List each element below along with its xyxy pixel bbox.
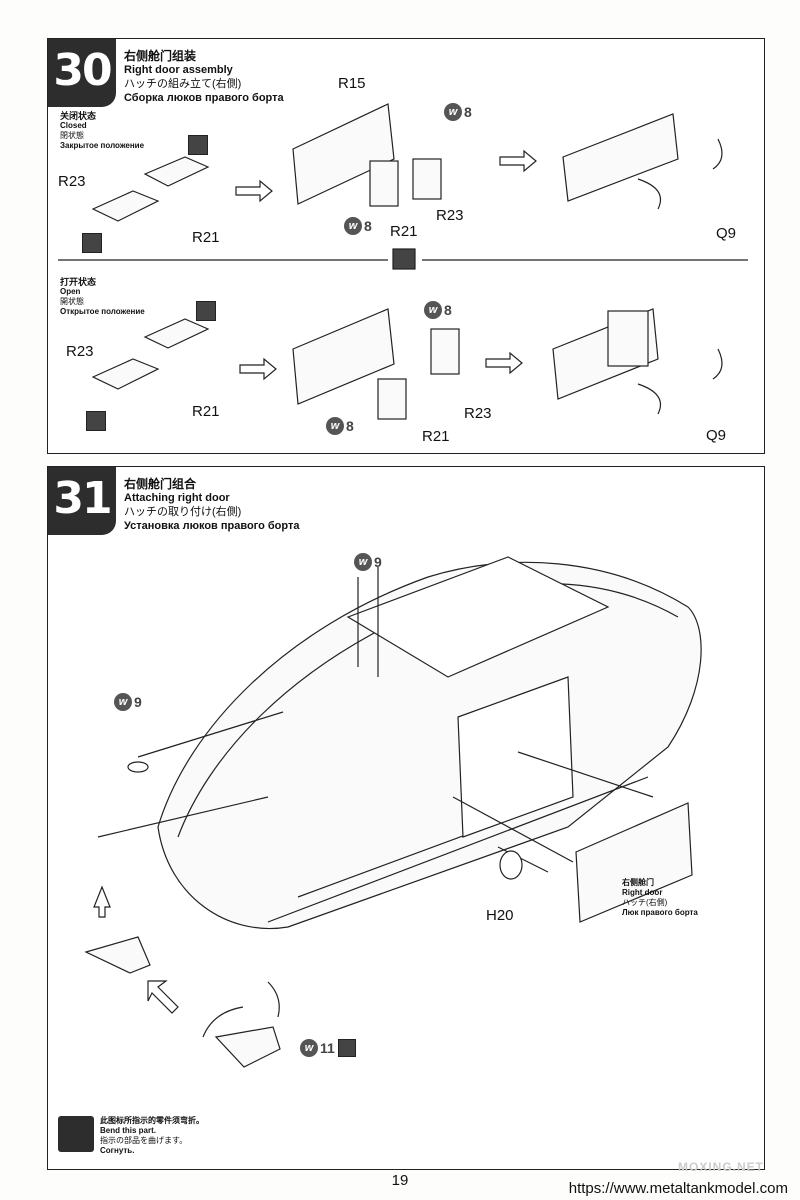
part-label-h20: H20 (486, 907, 514, 924)
page-number: 19 (391, 1172, 409, 1189)
step-31-panel: 31 右侧舱门组合 Attaching right door ハッチの取り付け(… (47, 466, 765, 1170)
step-title: 右侧舱门组合 Attaching right door ハッチの取り付け(右側)… (124, 477, 300, 532)
w-icon: w (444, 103, 462, 121)
part-label-r21: R21 (422, 428, 450, 445)
part-label-r15: R15 (338, 75, 366, 92)
part-label-r23: R23 (58, 173, 86, 190)
bend-icon (196, 301, 216, 321)
bend-icon (82, 233, 102, 253)
step-number-badge: 30 (48, 39, 116, 107)
part-label-r21: R21 (192, 229, 220, 246)
right-door-caption: 右侧舱门 Right door ハッチ(右側) Люк правого борт… (622, 878, 698, 917)
step-title: 右侧舱门组装 Right door assembly ハッチの組み立て(右側) … (124, 49, 284, 104)
website-url: https://www.metaltankmodel.com (568, 1180, 788, 1197)
bend-icon (58, 1116, 94, 1152)
part-label-r21: R21 (390, 223, 418, 240)
w-icon: w (354, 553, 372, 571)
w-icon: w (424, 301, 442, 319)
step-30-panel: 30 右侧舱门组装 Right door assembly ハッチの組み立て(右… (47, 38, 765, 454)
w-icon: w (326, 417, 344, 435)
bend-icon (337, 1039, 356, 1057)
bend-legend-text: 此图标所指示的零件须弯折。 Bend this part. 指示の部品を曲げます… (100, 1116, 204, 1155)
watermark: MOXING.NET (677, 1160, 764, 1174)
open-state-caption: 打开状态 Open 開状態 Открытое положение (60, 277, 145, 316)
part-label-r23: R23 (436, 207, 464, 224)
w-icon: w (114, 693, 132, 711)
bend-legend: 此图标所指示的零件须弯折。 Bend this part. 指示の部品を曲げます… (58, 1116, 204, 1156)
part-label-r23: R23 (464, 405, 492, 422)
w-icon: w (300, 1039, 318, 1057)
closed-state-caption: 关闭状态 Closed 閉状態 Закрытое положение (60, 111, 145, 150)
tank-illustration (84, 556, 702, 1068)
bend-icon (86, 411, 106, 431)
part-label-q9: Q9 (706, 427, 727, 444)
part-label-r23: R23 (66, 343, 94, 360)
w-icon: w (344, 217, 362, 235)
step-number-badge: 31 (48, 467, 116, 535)
bend-icon (188, 135, 208, 155)
step-30-illustration (58, 103, 748, 420)
part-label-r21: R21 (192, 403, 220, 420)
part-label-q9: Q9 (716, 225, 737, 242)
